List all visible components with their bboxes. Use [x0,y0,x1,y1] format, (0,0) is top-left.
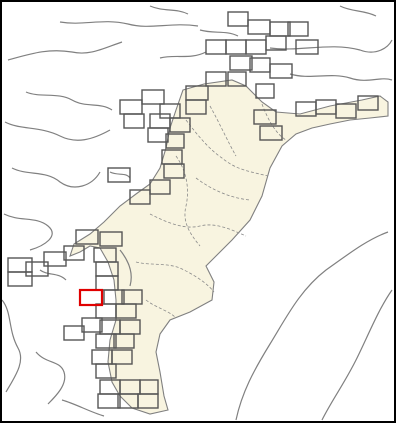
coast-line [339,5,377,17]
map-tiles[interactable] [7,11,379,409]
map-tile[interactable] [163,163,185,179]
coast-line [3,213,53,251]
map-tile[interactable] [265,35,287,51]
map-tile[interactable] [75,229,99,245]
map-tile[interactable] [81,317,103,333]
map-tile[interactable] [119,99,143,115]
land-region [69,79,389,415]
coast-line [321,289,393,421]
coast-line [61,399,105,417]
boundary-line [149,213,247,237]
coast-line [149,5,189,15]
coast-line [25,91,113,111]
map-tile[interactable] [227,11,249,27]
map-tile[interactable] [123,113,145,129]
boundary-line [209,105,237,157]
map-tile[interactable] [141,89,165,105]
map-tile[interactable] [255,83,275,99]
coast-line [59,21,199,27]
coast-line [119,249,132,287]
map-tile[interactable] [147,127,169,143]
map-tile[interactable] [227,71,247,87]
map-tile[interactable] [63,245,85,261]
map-tile[interactable] [95,303,117,319]
map-tile[interactable] [335,103,357,119]
coast-line [39,269,67,281]
coast-line [11,167,101,188]
map-tile[interactable] [247,19,271,35]
map-tile[interactable] [205,39,227,55]
map-tile[interactable] [115,303,137,319]
map-tile[interactable] [99,231,123,247]
map-tile[interactable] [249,57,271,73]
map-tile[interactable] [111,349,133,365]
map-tile[interactable] [113,333,135,349]
coast-line [4,121,111,141]
map-tile[interactable] [287,21,309,37]
map-tile[interactable] [25,261,49,277]
coastlines [1,5,393,421]
coast-line [289,73,393,81]
map-tile[interactable] [107,167,131,183]
map-tile[interactable] [43,251,67,267]
map-tile[interactable] [269,21,291,37]
map-tile[interactable] [165,133,185,149]
map-tile[interactable] [205,71,227,87]
map-tile[interactable] [245,39,267,55]
selected-map-tile[interactable] [78,288,104,307]
map-tile[interactable] [185,99,207,115]
coast-line [159,51,207,59]
boundary-line [145,299,177,319]
map-tile[interactable] [137,393,159,409]
map-tile[interactable] [7,271,33,287]
boundary-line [261,103,287,141]
map-tile[interactable] [169,117,191,133]
coast-line [1,299,22,393]
map-tile[interactable] [95,363,117,379]
map-tile[interactable] [269,63,293,79]
map-tile[interactable] [97,393,121,409]
coast-line [109,171,131,179]
map-tile[interactable] [295,39,319,55]
coast-line [35,351,66,405]
map-tile[interactable] [63,325,85,341]
coast-line [199,29,239,37]
boundary-line [175,155,201,247]
map-tile[interactable] [225,39,247,55]
map-tile[interactable] [253,109,277,125]
map-tile[interactable] [357,95,379,111]
map-tile[interactable] [149,179,171,195]
boundary-line [135,261,215,293]
coast-line [235,231,389,421]
coast-line [7,41,123,61]
map-tile[interactable] [7,257,33,273]
map-tile[interactable] [229,55,253,71]
map-tile[interactable] [259,125,283,141]
map-tile[interactable] [95,333,117,349]
map-tile[interactable] [129,189,151,205]
coast-line [269,39,393,53]
boundary-line [185,119,269,177]
prefecture-boundaries [135,103,287,319]
